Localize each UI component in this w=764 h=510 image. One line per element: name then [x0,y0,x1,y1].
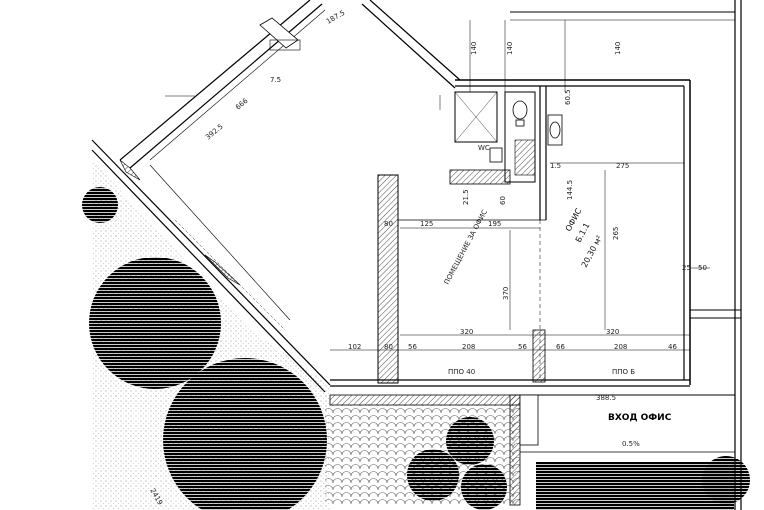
dim-125: 125 [420,220,433,228]
entrance-label: ВХОД ОФИС [608,413,672,423]
dim-208a: 208 [462,343,475,351]
dim-56a: 56 [408,343,417,351]
diagonal-wall-upper [119,0,461,169]
dim-3925: 392.5 [204,123,224,142]
dim-56b: 56 [518,343,527,351]
spot-level: 388.5 [596,394,616,402]
dim-320b: 320 [606,328,619,336]
dim-140c: 140 [614,42,622,55]
wc-label: WC [478,144,490,152]
landscape-trees [82,187,750,510]
dim-46: 46 [668,343,677,351]
hatched-column [377,174,399,384]
dim-80: 80 [384,220,393,228]
main-building-walls [330,79,691,387]
dimension-lines [165,20,710,351]
bottom-wall [329,394,539,506]
floor-mark-1: ППО 40 [448,368,475,376]
dim-80b: 80 [384,343,393,351]
diagonal-hatched-wall [119,17,301,286]
dim-60: 60 [499,196,507,205]
dim-140b: 140 [506,42,514,55]
diagonal-wall-lower [91,139,331,393]
office-code: Б.1.1 [574,221,592,244]
right-structure [510,0,742,510]
dim-265: 265 [612,227,620,240]
hatched-column-small [532,329,546,383]
dim-605: 60.5 [564,89,572,105]
dim-25: 25 [682,264,691,272]
dim-320a: 320 [460,328,473,336]
bathroom-block [449,91,563,185]
dim-195: 195 [488,220,501,228]
dim-666: 666 [234,96,250,111]
dim-275: 275 [616,162,629,170]
slope-label: 0.5% [622,440,640,448]
dim-66: 66 [556,343,565,351]
dim-102: 102 [348,343,361,351]
dim-215: 21.5 [462,189,470,205]
dim-208b: 208 [614,343,627,351]
dim-370: 370 [502,287,510,300]
dim-140a: 140 [470,42,478,55]
dim-75: 7.5 [270,76,281,84]
dim-1445: 144.5 [566,180,574,200]
floor-mark-2: ППО Б [612,368,635,376]
dim-50: 50 [698,264,707,272]
dim-15: 1.5 [550,162,561,170]
dim-187: 187.5 [325,9,346,26]
